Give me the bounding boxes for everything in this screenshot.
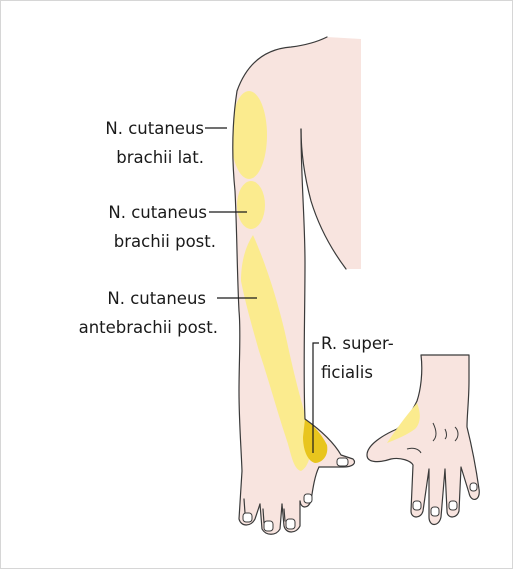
label-cut-brachii-lat-1: N. cutaneus xyxy=(105,119,204,138)
zone-brachii-post xyxy=(237,181,265,229)
label-cut-brachii-lat-2: brachii lat. xyxy=(116,148,204,167)
label-r-superficialis-1: R. super- xyxy=(321,334,394,353)
label-cut-brachii-post-2: brachii post. xyxy=(114,232,216,251)
palm-hand-skin xyxy=(367,355,479,525)
label-cut-antebrachii-post-2: antebrachii post. xyxy=(79,318,218,337)
label-cut-antebrachii-post-1: N. cutaneus xyxy=(107,289,206,308)
label-r-superficialis-2: ficialis xyxy=(321,363,373,382)
zone-brachii-lat xyxy=(231,91,267,179)
label-cut-brachii-post-1: N. cutaneus xyxy=(108,203,207,222)
